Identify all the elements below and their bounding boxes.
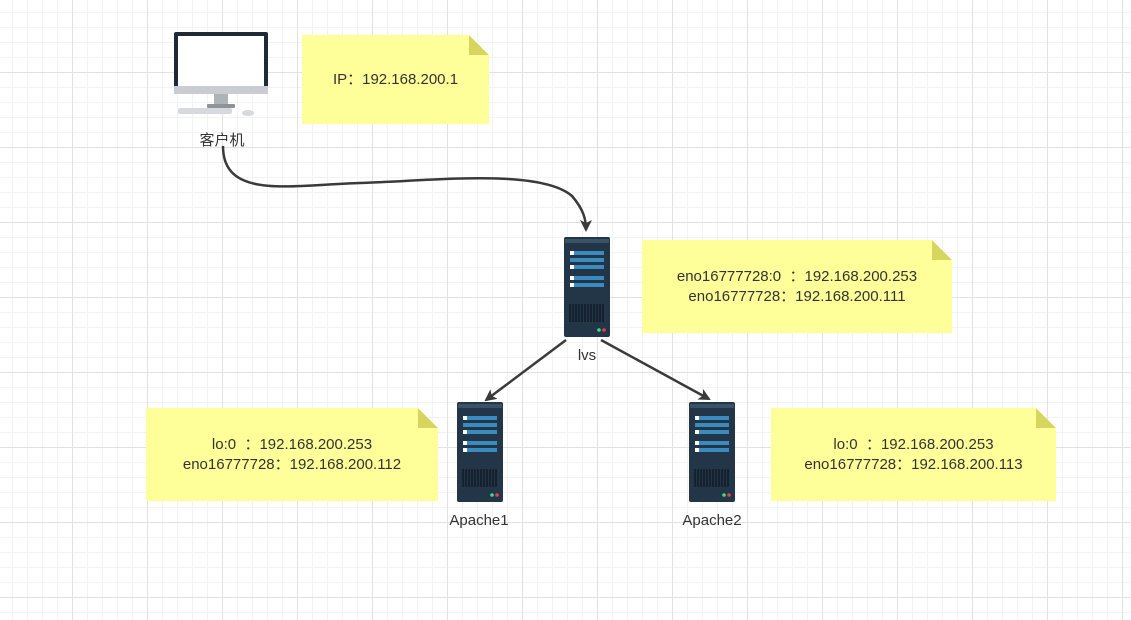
desktop-computer-icon [174,32,268,116]
client-note[interactable]: IP：192.168.200.1 [302,35,489,124]
server-icon [564,237,610,337]
edge-lvs-to-apache1[interactable] [484,339,567,402]
apache2-note[interactable]: lo:0 ：192.168.200.253 eno16777728：192.16… [771,408,1056,501]
lvs-label: lvs [577,347,597,364]
apache2-note-line-1: lo:0 ：192.168.200.253 [833,435,994,453]
client-note-line-1: IP：192.168.200.1 [332,70,459,88]
lvs-note[interactable]: eno16777728:0 ：192.168.200.253 eno167777… [642,240,952,333]
apache2-note-line-2: eno16777728：192.168.200.113 [804,455,1023,473]
server-icon [457,402,503,502]
lvs-note-line-1: eno16777728:0 ：192.168.200.253 [676,267,918,285]
apache1-label: Apache1 [449,512,509,529]
client-label: 客户机 [199,132,245,149]
server-icon [689,402,735,502]
apache1-note[interactable]: lo:0 ：192.168.200.253 eno16777728：192.16… [146,408,438,501]
apache1-node[interactable] [457,402,503,502]
client-node[interactable] [171,32,269,118]
lvs-node[interactable] [564,237,610,337]
apache2-label: Apache2 [682,512,742,529]
apache1-note-line-2: eno16777728：192.168.200.112 [182,455,402,473]
edge-client-to-lvs[interactable] [221,145,592,232]
apache1-note-line-1: lo:0 ：192.168.200.253 [211,435,373,453]
lvs-note-line-2: eno16777728：192.168.200.111 [688,287,906,305]
edge-lvs-to-apache2[interactable] [600,338,711,401]
apache2-node[interactable] [689,402,735,502]
